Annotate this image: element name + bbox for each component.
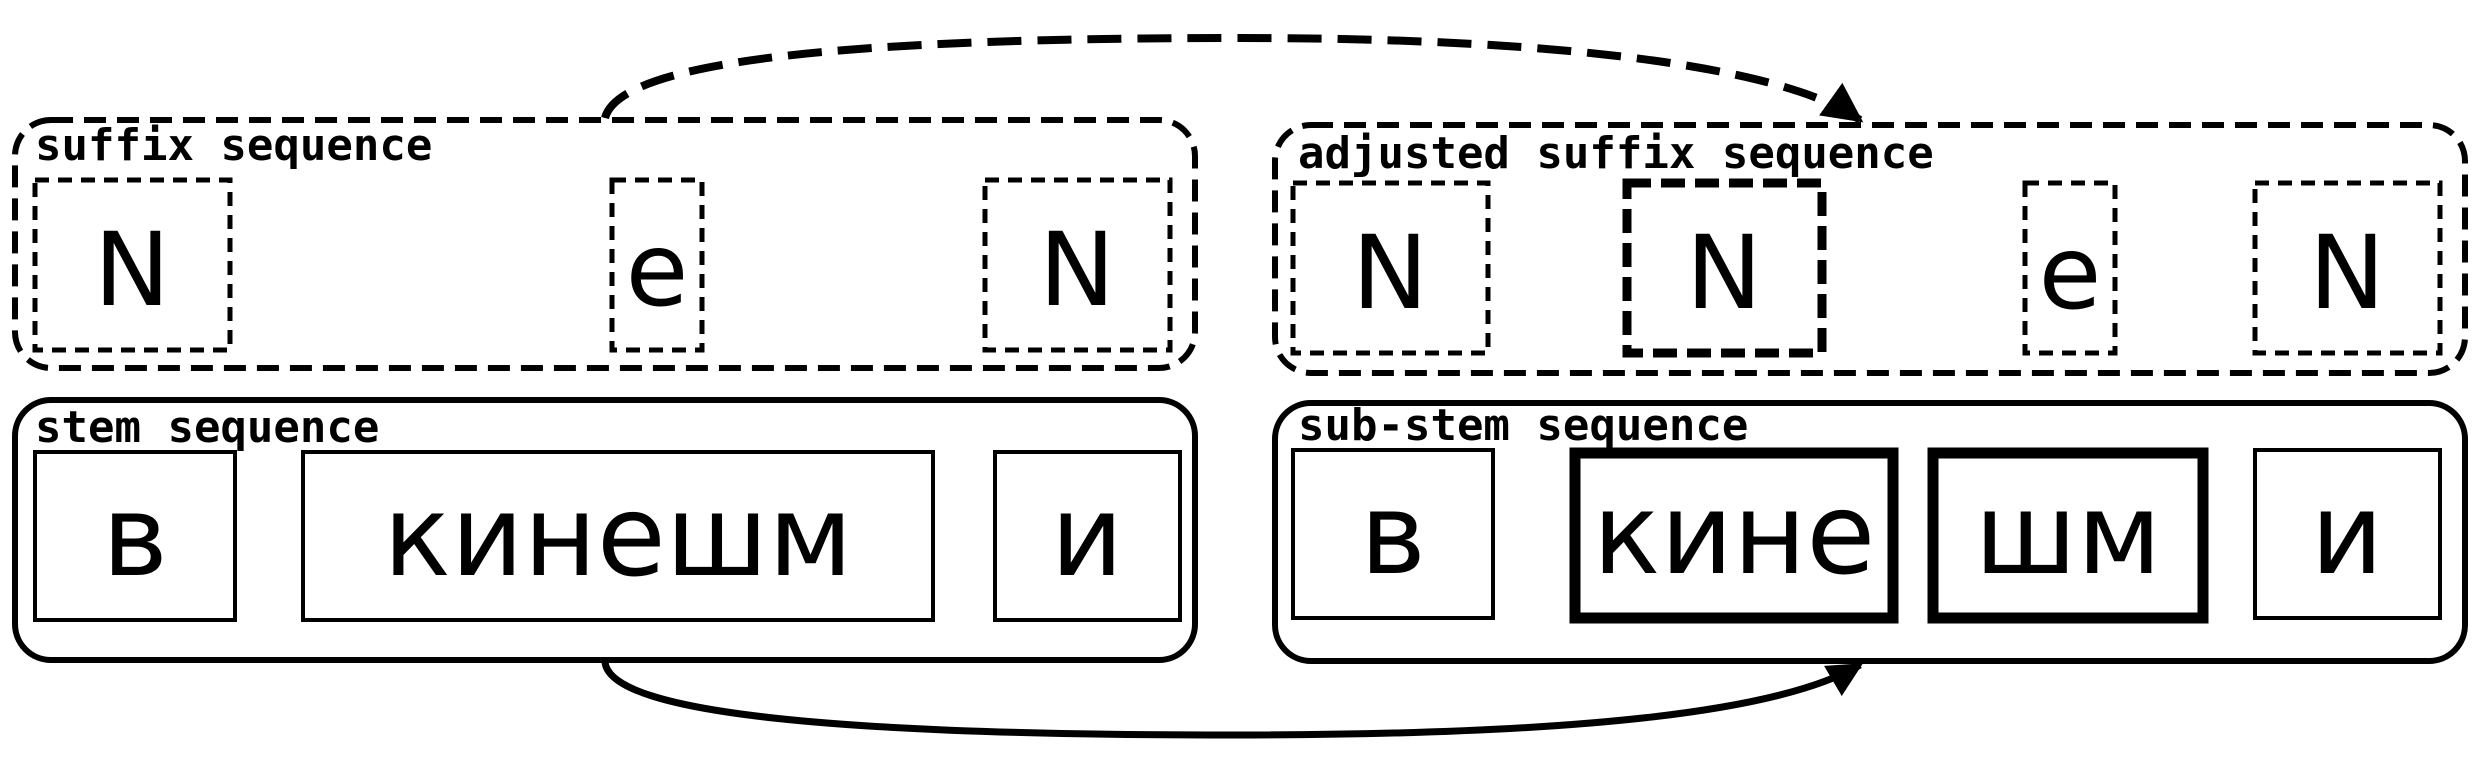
sub-stem-sequence-title: sub-stem sequence — [1298, 400, 1748, 451]
sub-stem-cell-label: в — [1360, 470, 1426, 600]
suffix-sequence-group: suffix sequence N e N — [12, 117, 1198, 371]
adjusted-suffix-sequence-frame — [1272, 122, 2468, 376]
stem-cell-frame — [33, 450, 237, 622]
adjusted-suffix-cell-label: e — [2039, 214, 2102, 333]
sub-stem-cell-frame-highlighted — [1927, 447, 2209, 624]
suffix-cell-label: e — [626, 211, 689, 330]
sub-stem-cell-frame — [1291, 448, 1495, 620]
sub-stem-sequence-group: sub-stem sequence в кине шм и — [1272, 400, 2468, 664]
adjusted-suffix-cell-label: N — [1686, 214, 1762, 333]
stem-cell-label: кинешм — [383, 472, 853, 602]
stem-sequence-group: stem sequence в кинешм и — [12, 397, 1198, 663]
suffix-cell-label: N — [94, 211, 170, 330]
suffix-sequence-frame — [12, 117, 1198, 371]
adjusted-suffix-cell-frame — [1290, 180, 1491, 356]
suffix-cell-frame — [32, 177, 233, 353]
adjusted-suffix-cell-label: N — [1352, 214, 1428, 333]
sub-stem-cell-frame — [2253, 448, 2442, 620]
sub-stem-cell-label: кине — [1593, 470, 1876, 600]
adjusted-suffix-cell-frame — [2252, 180, 2443, 356]
sub-stem-sequence-frame — [1272, 400, 2468, 664]
stem-cell-frame — [301, 450, 935, 622]
stem-sequence-frame — [12, 397, 1198, 663]
adjusted-suffix-sequence-title: adjusted suffix sequence — [1298, 128, 1934, 179]
suffix-sequence-title: suffix sequence — [35, 120, 432, 171]
stem-cell-label: и — [1051, 472, 1124, 602]
sub-stem-cell-frame-highlighted — [1569, 447, 1899, 624]
adjusted-suffix-cell-frame-highlighted — [1622, 178, 1827, 358]
adjusted-suffix-cell-label: N — [2309, 214, 2385, 333]
suffix-adjust-arrow — [601, 33, 1864, 124]
stem-cell-frame — [993, 450, 1182, 622]
adjusted-suffix-sequence-group: adjusted suffix sequence N N e N — [1272, 122, 2468, 376]
suffix-cell-frame — [982, 177, 1173, 353]
stem-cell-label: в — [102, 472, 168, 602]
stem-split-arrow — [601, 661, 1864, 739]
stem-sequence-title: stem sequence — [35, 402, 379, 453]
suffix-cell-frame — [609, 177, 705, 353]
adjusted-suffix-cell-frame — [2022, 180, 2118, 356]
suffix-cell-label: N — [1039, 211, 1115, 330]
sub-stem-cell-label: и — [2311, 470, 2384, 600]
sub-stem-cell-label: шм — [1975, 470, 2162, 600]
